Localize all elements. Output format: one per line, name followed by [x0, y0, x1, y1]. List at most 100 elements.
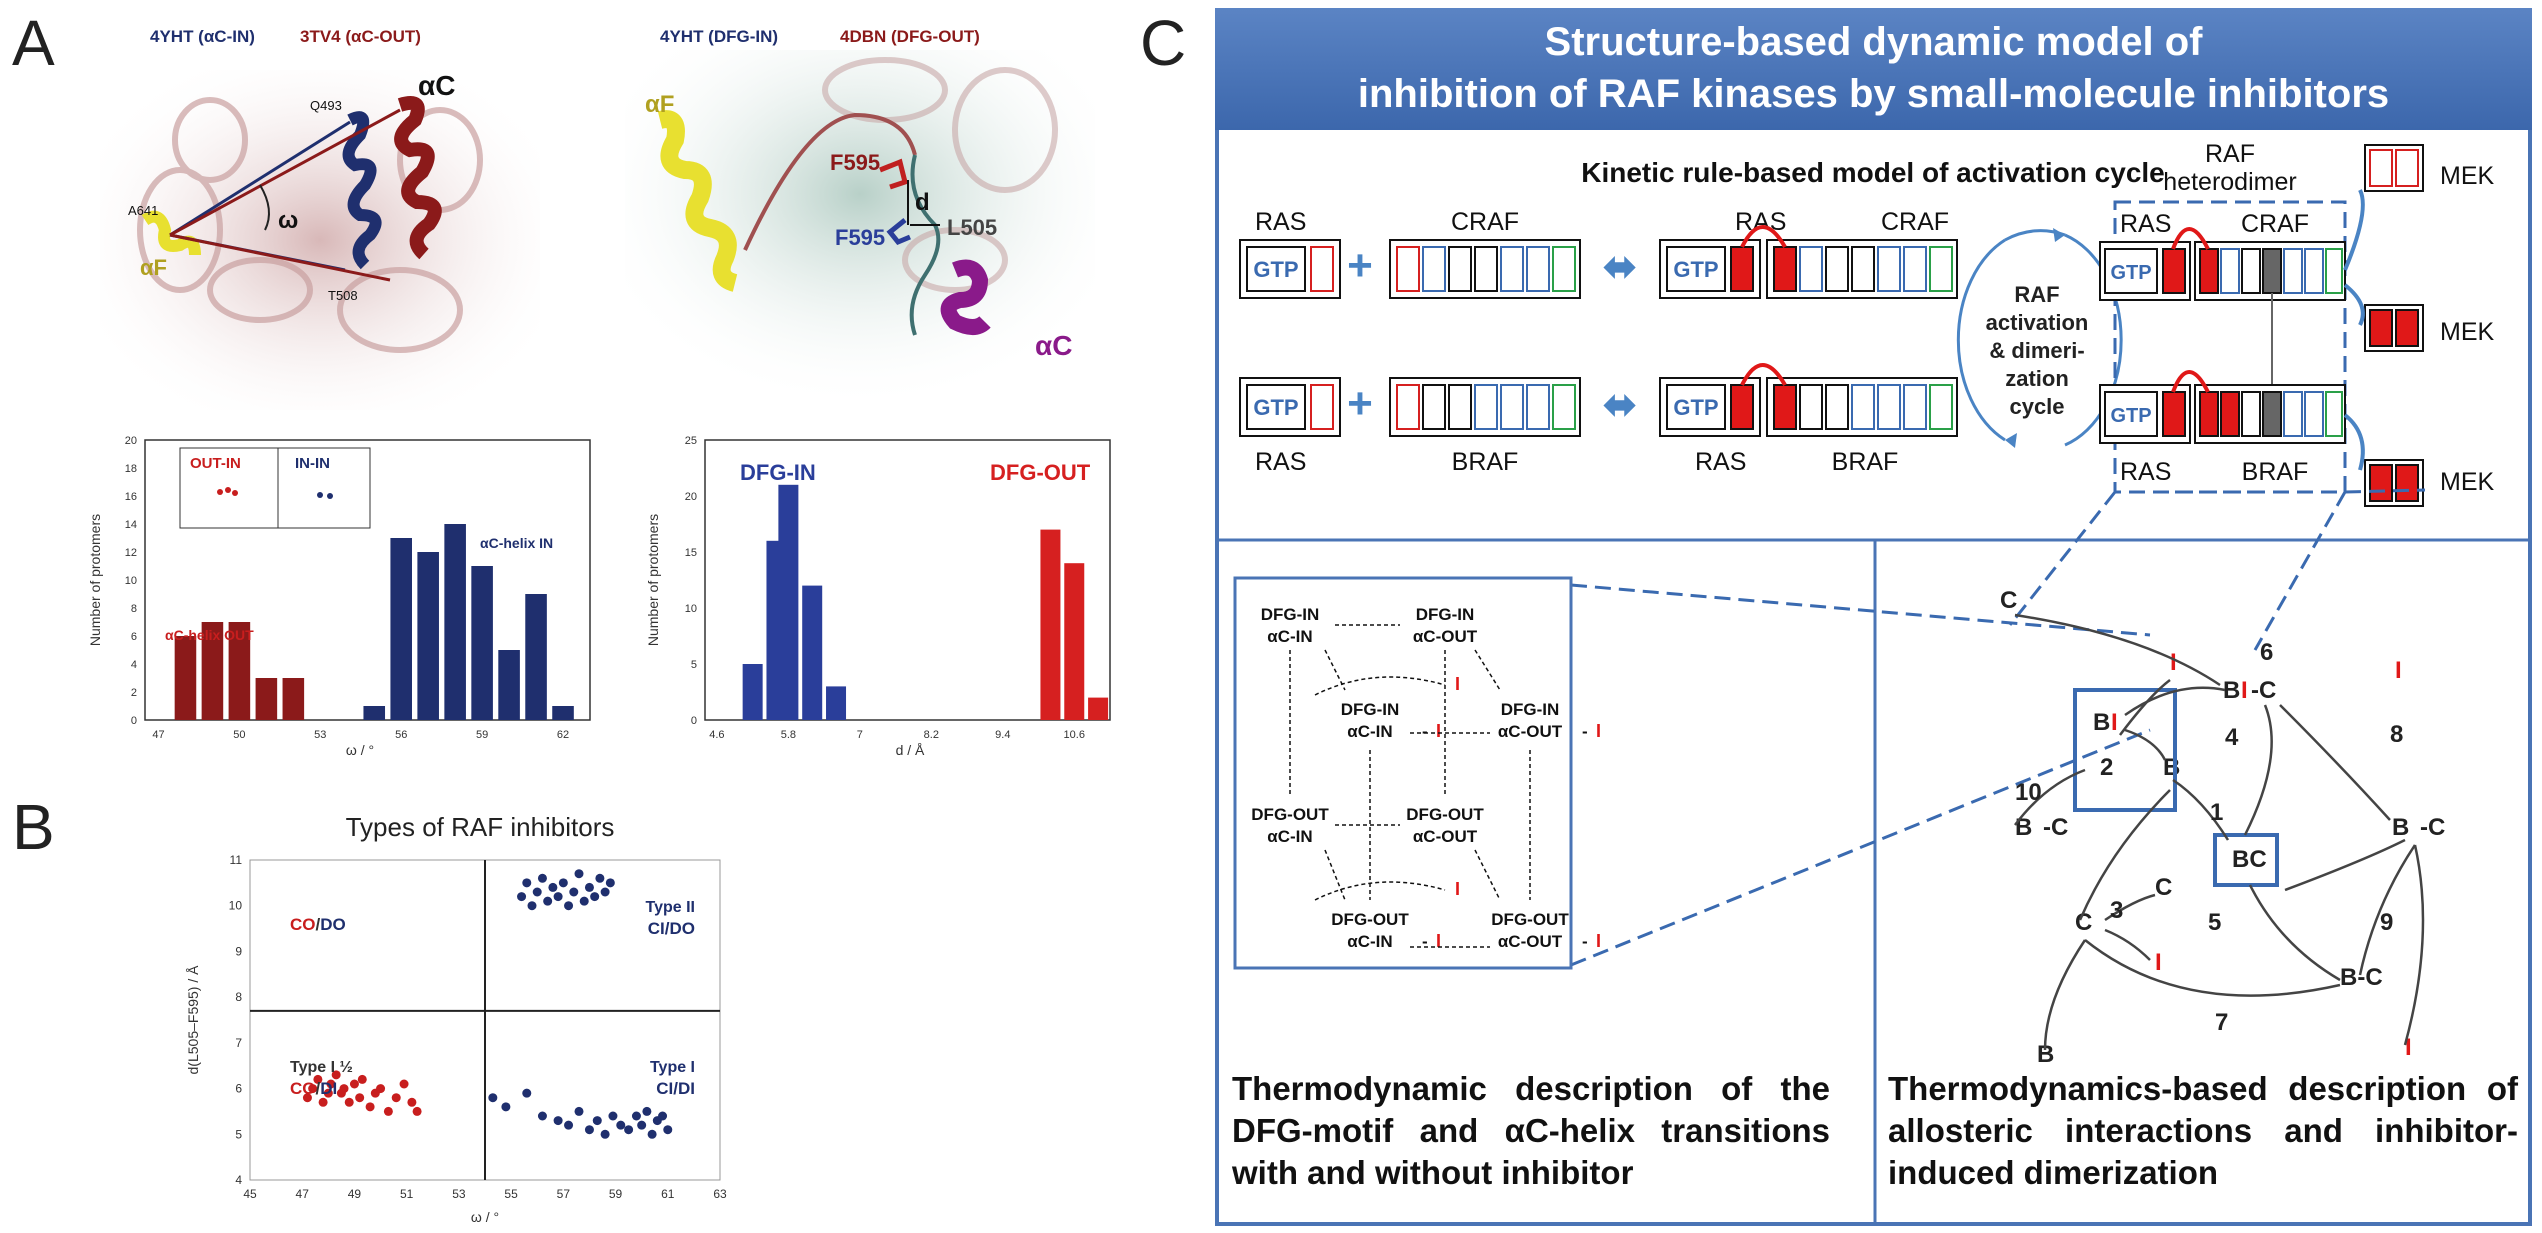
node-c: C	[2000, 587, 2017, 614]
bar-0-3	[255, 678, 278, 720]
scatter-point-1-7	[553, 892, 563, 902]
x-tick-label: 53	[452, 1187, 466, 1201]
scatter-point-1-18	[488, 1093, 498, 1103]
inset-plot: OUT-IN IN-IN	[179, 447, 371, 529]
edge-label: 3	[2110, 897, 2123, 924]
inhibitor-label: I	[1436, 721, 1441, 741]
inset-label-in-in: IN-IN	[295, 455, 330, 472]
y-tick-label: 10	[125, 575, 137, 587]
svg-text:Type II: Type II	[646, 899, 696, 916]
scatter-point-1-30	[624, 1125, 634, 1135]
label-q493: Q493	[310, 98, 342, 113]
label-f595-red: F595	[830, 150, 880, 175]
svg-text:RAS: RAS	[1695, 448, 1746, 476]
edge-label: 2	[2100, 754, 2113, 781]
x-axis-label: ω / °	[471, 1209, 499, 1225]
bar-0-4	[282, 678, 305, 720]
label-distance-d: d	[915, 189, 930, 216]
scatter-point-1-34	[647, 1129, 657, 1139]
bar-1-2	[417, 552, 439, 720]
y-tick-label: 4	[235, 1173, 242, 1187]
svg-text:RAS: RAS	[1255, 448, 1306, 476]
scatter-point-1-19	[501, 1102, 511, 1112]
y-tick-label: 11	[230, 853, 243, 867]
state-label: DFG-IN	[1341, 700, 1400, 719]
label-l505: L505	[947, 215, 997, 240]
svg-text:I: I	[1455, 674, 1460, 694]
scatter-point-1-12	[579, 896, 589, 906]
bar-0-0	[174, 636, 197, 720]
scatter-point-1-22	[553, 1116, 563, 1126]
state-label: DFG-IN	[1501, 700, 1560, 719]
scatter-point-1-4	[537, 873, 547, 883]
label-4dbn-dfg-out: 4DBN (DFG-OUT)	[840, 27, 980, 46]
bar-1-6	[525, 594, 547, 720]
x-tick-label: 49	[348, 1187, 362, 1201]
svg-text:BRAF: BRAF	[1832, 448, 1899, 476]
edge-label: 4	[2225, 724, 2239, 751]
series-label-ac-out: αC-helix OUT	[165, 627, 254, 643]
bar-1-1	[390, 538, 412, 720]
svg-text:CRAF: CRAF	[2241, 210, 2309, 238]
svg-text:RAS: RAS	[2120, 210, 2171, 238]
svg-text:GTP: GTP	[2110, 262, 2151, 284]
quadrant-top-right: Type II CI/DO	[646, 899, 696, 938]
scatter-point-0-2	[313, 1074, 323, 1084]
scatter-point-1-29	[616, 1120, 626, 1130]
svg-text:⬌: ⬌	[1603, 245, 1637, 289]
svg-text:& dimeri-: & dimeri-	[1989, 338, 2084, 363]
svg-text:GTP: GTP	[1253, 395, 1298, 420]
scatter-point-1-15	[595, 873, 605, 883]
svg-text:+: +	[1347, 379, 1373, 428]
svg-text:RAS: RAS	[1735, 208, 1786, 236]
series-label-dfg-out: DFG-OUT	[990, 460, 1091, 485]
label-t508: T508	[328, 288, 358, 303]
plot-frame	[704, 439, 1111, 721]
scatter-point-0-16	[383, 1106, 393, 1116]
x-tick-label: 45	[243, 1187, 257, 1201]
svg-text:B: B	[2392, 814, 2409, 841]
scatter-point-1-27	[600, 1129, 610, 1139]
y-tick-label: 4	[131, 659, 137, 671]
svg-text:I: I	[2155, 949, 2162, 976]
svg-text:BRAF: BRAF	[1452, 448, 1519, 476]
x-tick-label: 63	[713, 1187, 727, 1201]
scatter-point-1-17	[605, 878, 615, 888]
scatter-point-0-17	[391, 1093, 401, 1103]
scatter-point-0-5	[326, 1079, 336, 1089]
state-label: αC-OUT	[1498, 932, 1563, 951]
svg-text:activation: activation	[1986, 310, 2089, 335]
scatter-point-0-3	[318, 1097, 328, 1107]
x-tick-label: 5.8	[781, 729, 796, 741]
scatter-point-0-20	[412, 1106, 422, 1116]
panel-label-a: A	[12, 7, 55, 79]
scatter-point-0-6	[331, 1070, 341, 1080]
x-axis-label: ω / °	[346, 742, 374, 758]
svg-text:cycle: cycle	[2009, 394, 2064, 419]
state-label: DFG-OUT	[1331, 910, 1409, 929]
x-tick-label: 9.4	[995, 729, 1010, 741]
inhibitor-label: I	[1596, 931, 1601, 951]
bar-0-1	[201, 622, 224, 720]
label-alpha-f: αF	[140, 255, 167, 280]
quadrant-top-left: CO/DO	[290, 915, 346, 934]
y-tick-label: 6	[235, 1082, 242, 1096]
bar-1-7	[552, 706, 574, 720]
scatter-point-1-16	[600, 887, 610, 897]
svg-text:MEK: MEK	[2440, 318, 2495, 346]
svg-text:RAF: RAF	[2014, 282, 2059, 307]
svg-text:CI/DO: CI/DO	[648, 919, 695, 938]
svg-text:BRAF: BRAF	[2242, 458, 2309, 486]
y-tick-label: 5	[235, 1127, 242, 1141]
y-tick-label: 25	[685, 435, 697, 447]
bar-0-3	[802, 585, 823, 720]
bar-0-4	[826, 686, 847, 720]
x-tick-label: 4.6	[709, 729, 724, 741]
activation-cycle: RAF activation & dimeri- zation cycle	[1956, 228, 2123, 448]
label-3tv4-ac-out: 3TV4 (αC-OUT)	[300, 27, 421, 46]
scatter-point-1-31	[631, 1111, 641, 1121]
x-tick-label: 57	[557, 1187, 571, 1201]
x-tick-label: 51	[400, 1187, 414, 1201]
x-tick-label: 56	[395, 729, 407, 741]
